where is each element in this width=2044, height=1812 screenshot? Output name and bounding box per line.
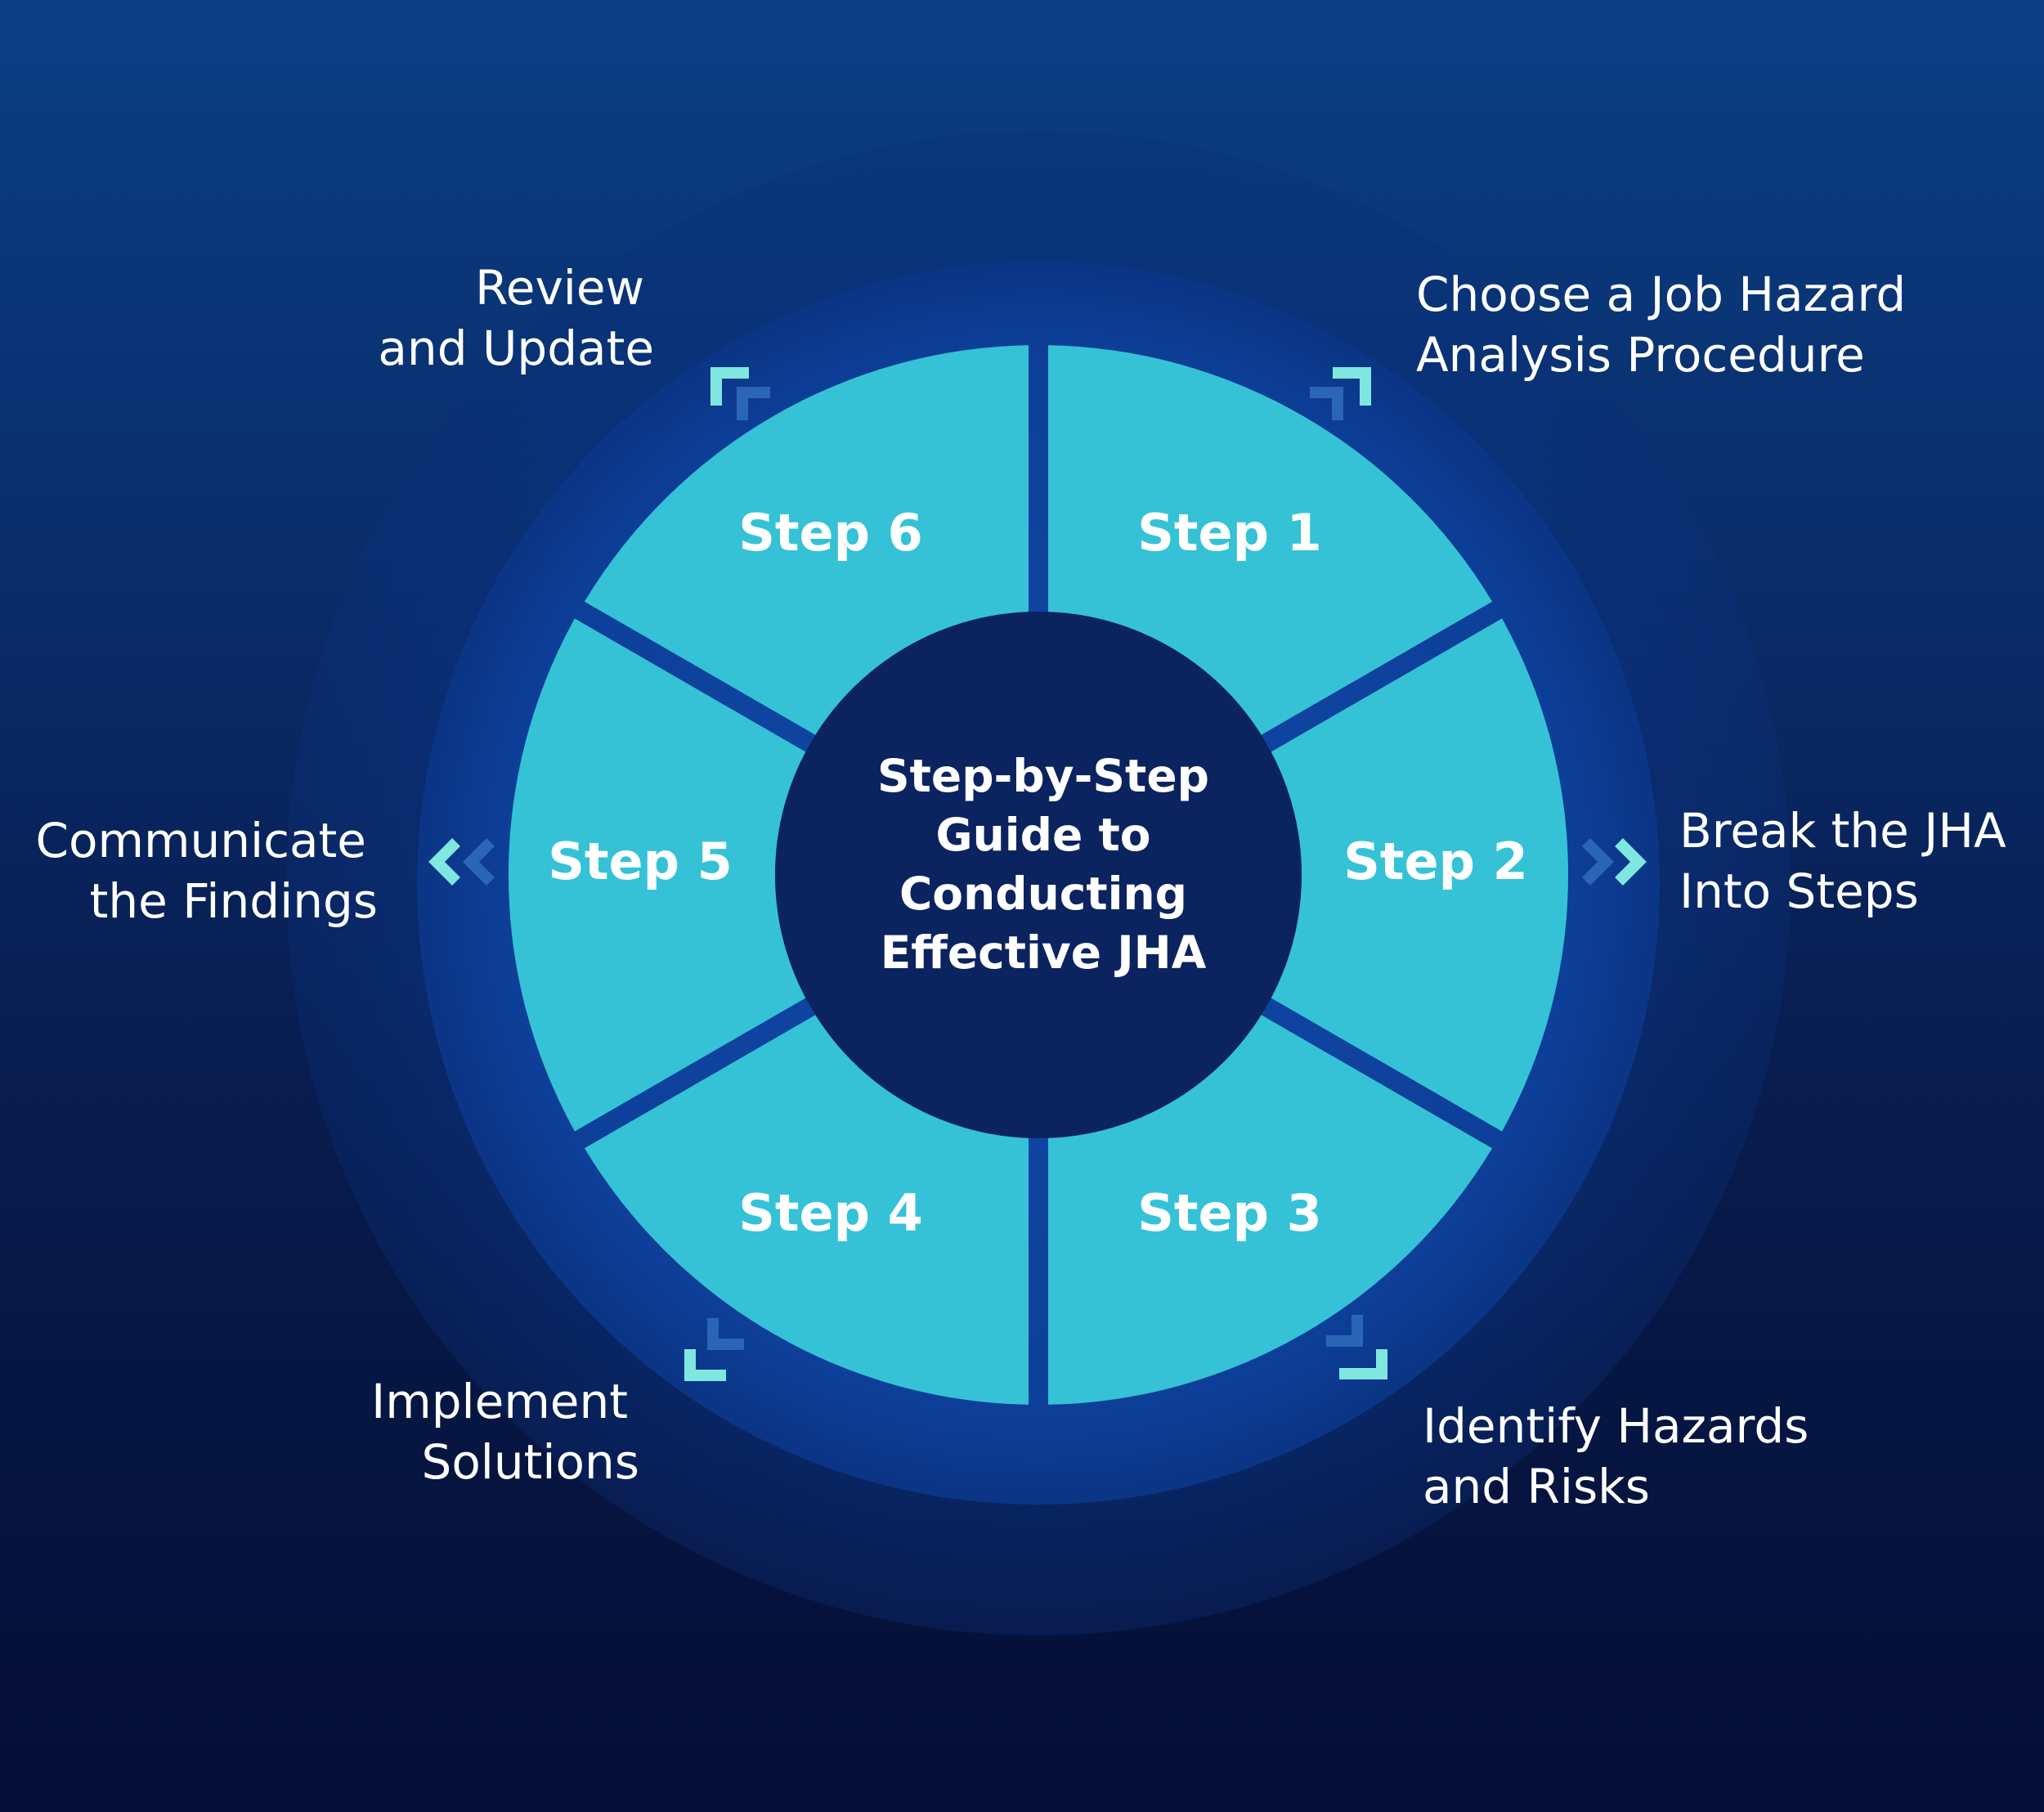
- chevron-up-right-icon: [1310, 367, 1371, 420]
- chevron-left-icon: [428, 838, 495, 886]
- step-5-description-line-2: the Findings: [90, 873, 378, 929]
- center-title-line-1: Step-by-Step: [877, 750, 1209, 802]
- step-1-description: Choose a Job Hazard Analysis Procedure: [1416, 267, 1906, 383]
- step-1-segment: [1048, 345, 1493, 735]
- step-2-description: Break the JHA Into Steps: [1679, 803, 2006, 919]
- step-4-label: Step 4: [738, 1183, 922, 1243]
- step-descriptions: Choose a Job Hazard Analysis Procedure B…: [36, 260, 2006, 1514]
- center-title: Step-by-Step Guide to Conducting Effecti…: [877, 750, 1209, 979]
- step-1-description-line-1: Choose a Job Hazard: [1416, 267, 1906, 322]
- step-4-description-line-2: Solutions: [422, 1434, 640, 1490]
- step-3-description: Identify Hazards and Risks: [1423, 1398, 1809, 1514]
- center-title-line-2: Guide to: [935, 809, 1150, 861]
- step-3-description-line-2: and Risks: [1423, 1459, 1650, 1514]
- step-2-description-line-1: Break the JHA: [1679, 803, 2006, 859]
- step-1-description-line-2: Analysis Procedure: [1416, 327, 1865, 383]
- step-6-label: Step 6: [738, 503, 922, 563]
- step-3-description-line-1: Identify Hazards: [1423, 1398, 1809, 1454]
- step-2-description-line-2: Into Steps: [1679, 863, 1919, 919]
- step-5-label: Step 5: [548, 832, 732, 891]
- center-hub: [775, 612, 1302, 1138]
- step-2-segment: [1271, 618, 1569, 1132]
- chevron-right-icon: [1582, 838, 1647, 886]
- chevron-up-left-icon: [710, 367, 770, 420]
- step-2-label: Step 2: [1343, 832, 1527, 891]
- step-1-label: Step 1: [1137, 503, 1321, 563]
- step-6-description-line-1: Review: [475, 260, 644, 316]
- step-3-label: Step 3: [1137, 1183, 1321, 1243]
- chevron-down-left-icon: [684, 1318, 744, 1381]
- step-5-segment: [508, 618, 806, 1132]
- step-6-description-line-2: and Update: [378, 321, 654, 376]
- chevron-down-right-icon: [1326, 1315, 1387, 1379]
- step-5-description: Communicate the Findings: [36, 813, 378, 929]
- step-labels: Step 1 Step 2 Step 3 Step 4 Step 5 Step …: [548, 503, 1527, 1243]
- step-4-segment: [584, 1015, 1029, 1405]
- step-6-description: Review and Update: [378, 260, 654, 376]
- center-title-line-3: Conducting: [899, 868, 1187, 920]
- step-4-description: Implement Solutions: [371, 1374, 639, 1490]
- step-6-segment: [584, 345, 1029, 735]
- step-4-description-line-1: Implement: [371, 1374, 628, 1429]
- center-title-line-4: Effective JHA: [881, 926, 1207, 979]
- step-5-description-line-1: Communicate: [36, 813, 366, 868]
- step-segments: [508, 345, 1569, 1405]
- chevron-arrows: [428, 367, 1647, 1381]
- step-3-segment: [1048, 1015, 1493, 1405]
